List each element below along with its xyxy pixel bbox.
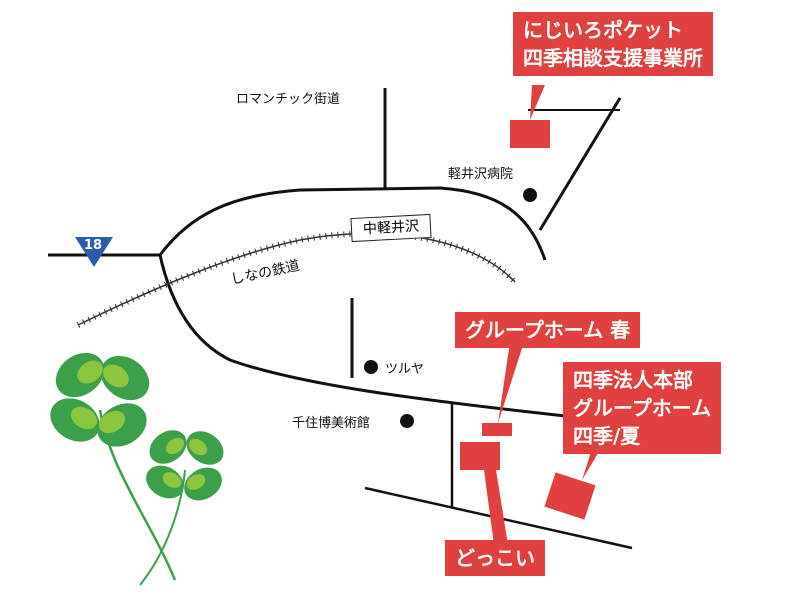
nijiiro-pointer [530,85,545,120]
railway-ties [76,230,518,328]
station-label: 中軽井沢 [350,213,432,243]
honbu-line2: グループホーム [573,396,712,420]
haru-callout: グループホーム 春 [455,312,641,348]
dokkoi-pointer [484,470,508,545]
honbu-line3: 四季/夏 [573,424,641,448]
main-road-north [158,186,547,261]
hospital-dot [523,188,537,202]
hospital-label: 軽井沢病院 [448,167,514,182]
railway-line [77,232,516,326]
honbu-callout: 四季法人本部 グループホーム 四季/夏 [563,362,722,454]
route-18-badge [75,237,113,267]
ne-road [538,97,622,231]
clover-large-icon [50,352,177,581]
haru-building [482,423,512,436]
nijiiro-building [510,120,550,148]
honbu-building [544,472,596,520]
nijiiro-line2: 四季相談支援事業所 [523,46,703,70]
tsuruya-dot [364,360,378,374]
dokkoi-building [460,442,500,470]
route-18-number: 18 [84,238,103,253]
clover-small-icon [139,430,224,586]
museum-label: 千住博美術館 [292,416,371,431]
haru-pointer [498,342,524,423]
romantic-road-label: ロマンチック街道 [236,92,341,107]
nijiiro-line1: にじいろポケット [523,18,683,42]
dokkoi-line: どっこい [455,546,535,570]
main-road-south [158,254,566,418]
nijiiro-callout: にじいろポケット 四季相談支援事業所 [513,12,713,76]
museum-dot [400,414,414,428]
haru-line: グループホーム 春 [465,318,631,342]
dokkoi-callout: どっこい [445,540,545,576]
honbu-line1: 四季法人本部 [573,368,693,392]
tsuruya-label: ツルヤ [385,362,425,377]
